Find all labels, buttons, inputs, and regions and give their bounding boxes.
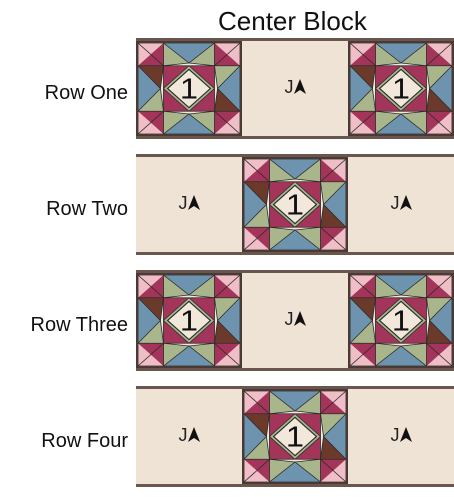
quilt-block: 1 [136,273,242,368]
svg-text:1: 1 [286,420,304,453]
quilt-block: 1 [242,157,348,252]
quilt-block: 1 [348,273,454,368]
row-label: Row Two [46,198,128,220]
fabric-letter: J [390,425,400,445]
arrow-up-icon [293,309,306,329]
quilt-row: J [136,386,454,487]
arrow-up-icon [187,425,200,445]
svg-text:1: 1 [180,72,198,105]
row-label: Row Three [30,314,128,336]
plain-fabric-square: J [136,157,242,252]
quilt-row: 1 J [136,38,454,139]
arrow-up-icon [293,77,306,97]
arrow-up-icon [399,425,412,445]
fabric-letter: J [284,77,294,97]
svg-text:1: 1 [392,72,410,105]
plain-fabric-square: J [136,389,242,484]
quilt-block: 1 [136,41,242,136]
plain-fabric-square: J [242,41,348,136]
fabric-label: J [242,309,348,330]
plain-fabric-square: J [242,273,348,368]
fabric-label: J [136,425,242,446]
quilt-block: 1 [348,41,454,136]
fabric-letter: J [284,309,294,329]
quilt-row: 1 J [136,270,454,371]
row-label: Row Four [41,430,128,452]
plain-fabric-square: J [348,389,454,484]
fabric-letter: J [178,193,188,213]
svg-text:1: 1 [286,188,304,221]
arrow-up-icon [399,193,412,213]
quilt-row: J [136,154,454,255]
plain-fabric-square: J [348,157,454,252]
fabric-label: J [348,193,454,214]
fabric-label: J [348,425,454,446]
fabric-label: J [136,193,242,214]
fabric-letter: J [178,425,188,445]
arrow-up-icon [187,193,200,213]
page-title: Center Block [218,6,367,36]
svg-text:1: 1 [180,304,198,337]
row-label: Row One [44,82,128,104]
svg-text:1: 1 [392,304,410,337]
fabric-label: J [242,77,348,98]
quilt-block: 1 [242,389,348,484]
fabric-letter: J [390,193,400,213]
